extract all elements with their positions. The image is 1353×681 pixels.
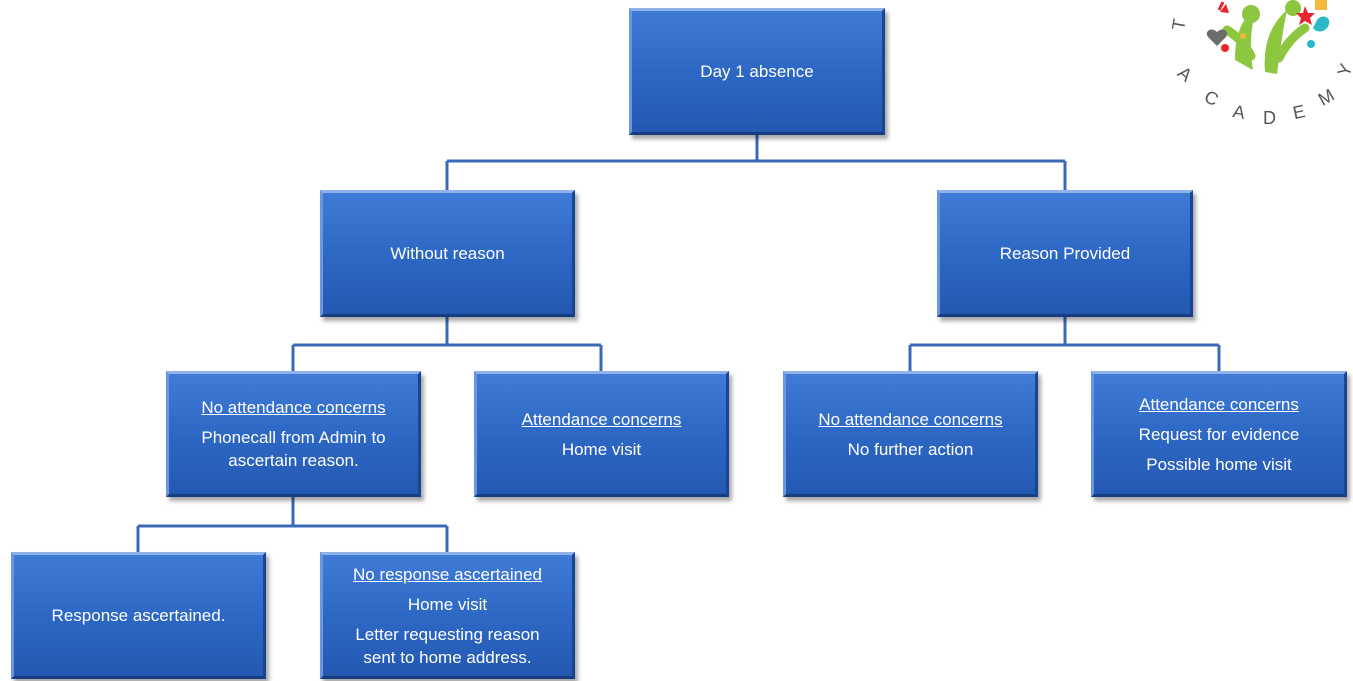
node-text-line: ascertain reason. <box>228 451 359 470</box>
node-attendance-concerns-reason-provided: Attendance concerns Request for evidence… <box>1091 371 1347 497</box>
node-no-attendance-concerns-reason-provided: No attendance concerns No further action <box>783 371 1038 497</box>
logo-letter: A <box>1174 62 1196 85</box>
node-heading: Attendance concerns <box>521 409 682 429</box>
node-label: Response ascertained. <box>51 606 226 625</box>
logo-letter: A <box>1231 101 1246 123</box>
node-attendance-concerns-without-reason: Attendance concerns Home visit <box>474 371 729 497</box>
node-text-line: Request for evidence <box>1138 424 1300 444</box>
node-label: Without reason <box>390 244 505 263</box>
logo-letter: D <box>1263 108 1276 128</box>
node-no-response-ascertained: No response ascertained Home visit Lette… <box>320 552 575 679</box>
node-text-line: No further action <box>847 439 974 459</box>
node-heading: No response ascertained <box>352 564 542 584</box>
node-text-line: Home visit <box>407 594 488 614</box>
logo-letter: T <box>1168 17 1190 31</box>
academy-logo: T A C A D E M Y <box>1168 0 1353 128</box>
node-heading: Attendance concerns <box>1139 394 1299 414</box>
logo-letter: E <box>1291 101 1307 123</box>
node-without-reason: Without reason <box>320 190 575 317</box>
node-no-attendance-concerns-without-reason: No attendance concerns Phonecall from Ad… <box>166 371 421 497</box>
node-text-line: sent to home address. <box>363 647 532 667</box>
logo-letter: M <box>1315 85 1338 110</box>
node-text-line: Letter requesting reason <box>355 624 540 644</box>
node-label: Reason Provided <box>999 244 1131 263</box>
node-heading: No attendance concerns <box>818 409 1003 429</box>
logo-letter: Y <box>1334 61 1353 79</box>
logo-letter: C <box>1201 86 1221 110</box>
node-label: Day 1 absence <box>700 62 814 81</box>
node-heading: No attendance concerns <box>201 398 386 417</box>
node-reason-provided: Reason Provided <box>937 190 1193 317</box>
node-text-line: Possible home visit <box>1146 454 1292 474</box>
node-text-line: Home visit <box>561 439 642 459</box>
logo-lettering: T A C A D E M Y <box>1168 17 1353 128</box>
logo-figures-icon <box>1206 0 1330 74</box>
node-text-line: Phonecall from Admin to <box>201 428 386 447</box>
node-response-ascertained: Response ascertained. <box>11 552 266 679</box>
node-day-1-absence: Day 1 absence <box>629 8 885 135</box>
